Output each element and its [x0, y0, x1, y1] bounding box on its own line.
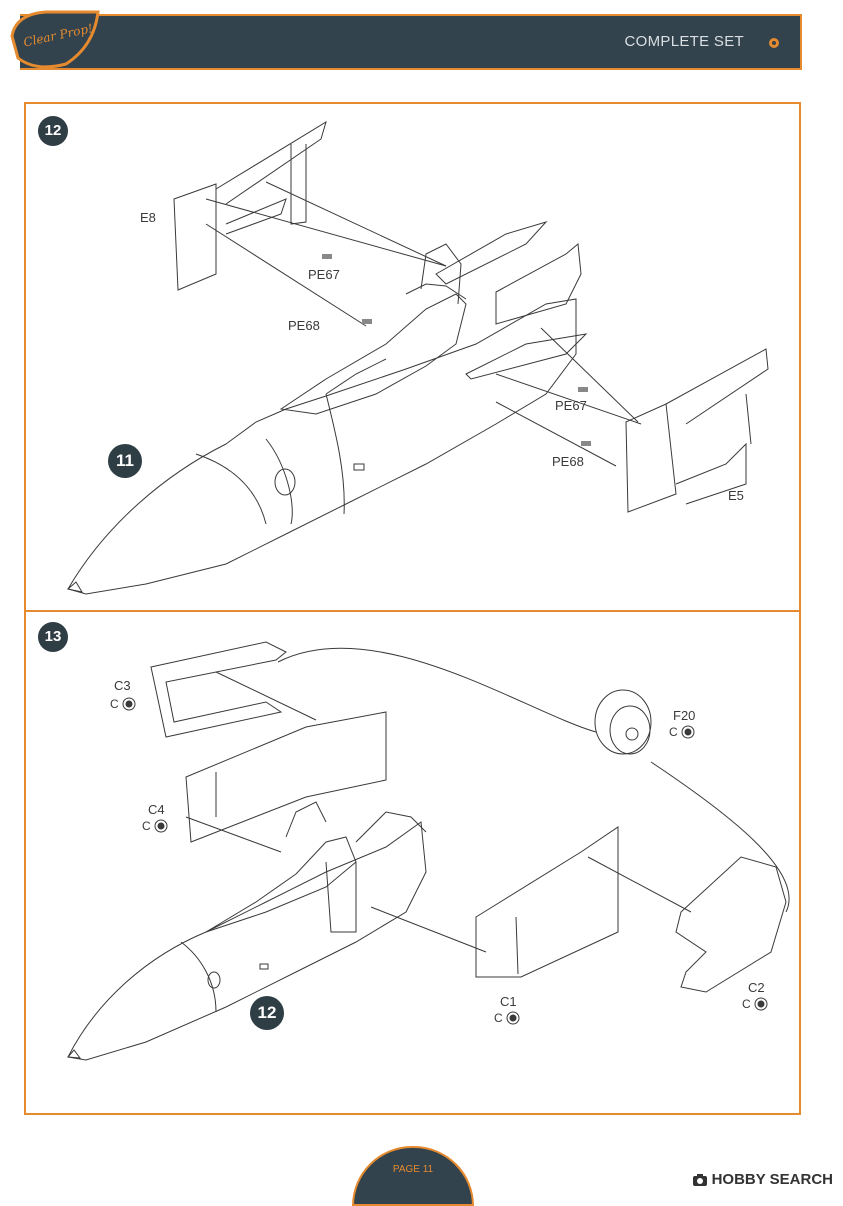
- step-number: 13: [38, 622, 68, 652]
- part-label-pe68-right: PE68: [552, 454, 584, 469]
- gear-icon: [769, 38, 779, 48]
- step-12-drawing: [66, 120, 769, 595]
- glue-icon: [754, 997, 768, 1011]
- part-label-c2: C2: [748, 980, 765, 995]
- part-label-f20: F20: [673, 708, 696, 723]
- part-label-pe67-left: PE67: [308, 267, 340, 282]
- reference-step-number: 12: [250, 996, 284, 1030]
- glue-marker-f20: C: [669, 724, 696, 740]
- part-label-c4: C4: [148, 802, 165, 817]
- glue-marker-c1: C: [494, 1010, 521, 1026]
- part-label-c3: C3: [114, 678, 131, 693]
- page-header: COMPLETE SET: [20, 14, 802, 70]
- glue-icon: [506, 1011, 520, 1025]
- step-number: 12: [38, 116, 68, 146]
- camera-icon: [692, 1173, 707, 1186]
- page-number-tab: PAGE 11: [352, 1146, 474, 1206]
- part-label-e5: E5: [728, 488, 744, 503]
- step-13-panel: 13 C3 C C4 C: [24, 610, 801, 1115]
- glue-icon: [681, 725, 695, 739]
- step-13-drawing: [66, 641, 790, 1061]
- reference-step-number: 11: [108, 444, 142, 478]
- part-label-e8: E8: [140, 210, 156, 225]
- part-label-pe67-right: PE67: [555, 398, 587, 413]
- step-12-panel: 12: [24, 102, 801, 612]
- brand-logo: Clear Prop!: [10, 10, 100, 69]
- glue-marker-c2: C: [742, 996, 769, 1012]
- glue-icon: [122, 697, 136, 711]
- glue-icon: [154, 819, 168, 833]
- header-title: COMPLETE SET: [624, 33, 744, 50]
- page-number: PAGE 11: [392, 1164, 434, 1175]
- watermark: HOBBY SEARCH: [692, 1171, 833, 1188]
- glue-marker-c3: C: [110, 696, 137, 712]
- part-label-pe68-left: PE68: [288, 318, 320, 333]
- part-label-c1: C1: [500, 994, 517, 1009]
- glue-marker-c4: C: [142, 818, 169, 834]
